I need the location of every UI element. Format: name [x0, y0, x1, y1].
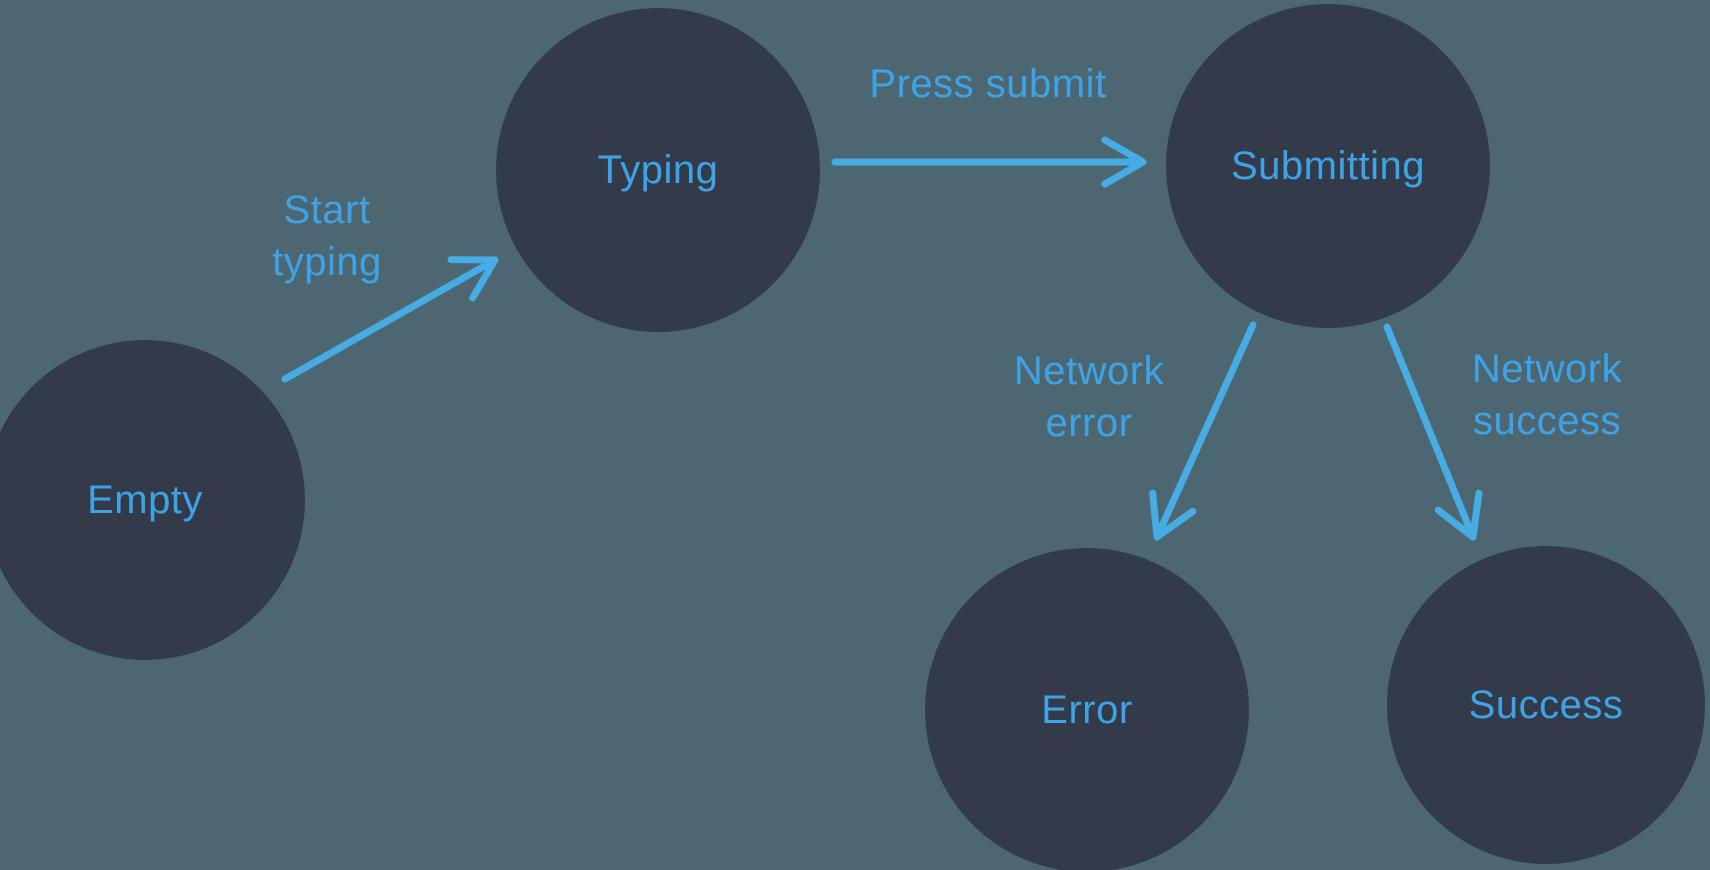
edge-label-start-typing: Start typing	[272, 188, 382, 284]
state-node-empty: Empty	[0, 340, 305, 660]
state-node-typing: Typing	[496, 8, 820, 332]
edge-arrow-press-submit	[831, 136, 1147, 188]
state-node-submitting: Submitting	[1166, 4, 1490, 328]
edge-label-network-error: Network error	[1013, 349, 1165, 445]
edge-arrow-start-typing	[281, 256, 499, 383]
state-node-label-typing: Typing	[597, 147, 719, 192]
state-node-label-error: Error	[1041, 687, 1133, 732]
state-node-success: Success	[1387, 546, 1705, 864]
edge-label-press-submit: Press submit	[869, 62, 1107, 106]
edge-arrow-network-success	[1383, 323, 1483, 541]
state-node-label-empty: Empty	[87, 477, 203, 522]
state-node-label-submitting: Submitting	[1231, 143, 1425, 188]
state-node-error: Error	[925, 548, 1249, 870]
state-node-label-success: Success	[1468, 682, 1624, 727]
edge-arrow-network-error	[1149, 321, 1257, 541]
edge-label-network-success: Network success	[1471, 347, 1623, 443]
